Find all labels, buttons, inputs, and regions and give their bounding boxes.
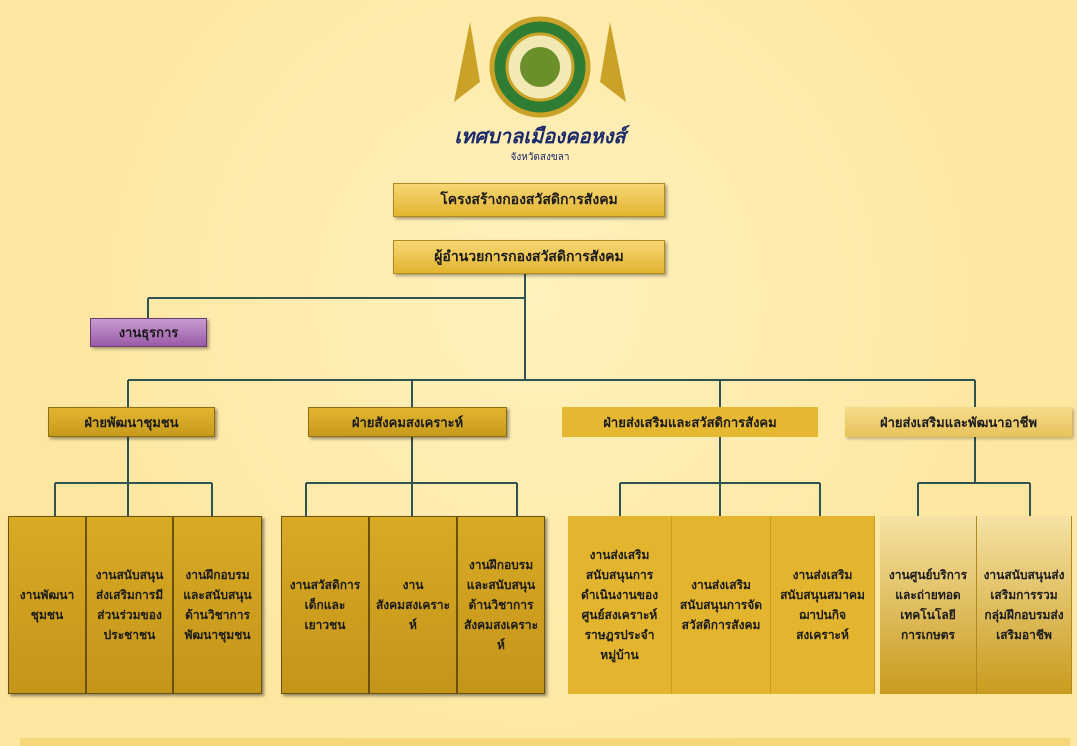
municipality-name: เทศบาลเมืองคอหงส์ — [454, 124, 626, 148]
municipality-province: จังหวัดสงขลา — [510, 152, 570, 163]
unit-box: งานสวัสดิการเด็กและเยาวชน — [281, 516, 369, 694]
unit-box: งานศูนย์บริการและถ่ายทอดเทคโนโลยีการเกษต… — [880, 516, 977, 694]
admin-box: งานธุรการ — [90, 318, 207, 347]
division-social-promotion: ฝ่ายส่งเสริมและสวัสดิการสังคม — [562, 407, 818, 437]
unit-box: งานสนับสนุนส่งเสริมการมีส่วนร่วมของประชา… — [86, 516, 173, 694]
division-community-development: ฝ่ายพัฒนาชุมชน — [48, 407, 215, 437]
director-box: ผู้อำนวยการกองสวัสดิการสังคม — [393, 240, 665, 274]
unit-box: งานสนับสนุนส่งเสริมการรวมกลุ่มฝึกอบรมส่ง… — [977, 516, 1072, 694]
unit-box: งานสังคมสงเคราะห์ — [369, 516, 457, 694]
unit-box: งานส่งเสริมสนับสนุนการดำเนินงานของศูนย์ส… — [568, 516, 672, 694]
unit-box: งานส่งเสริมสนับสนุนการจัดสวัสดิการสังคม — [672, 516, 771, 694]
unit-box: งานฝึกอบรมและสนับสนุนด้านวิชาการสังคมสงเ… — [457, 516, 545, 694]
division-occupation: ฝ่ายส่งเสริมและพัฒนาอาชีพ — [845, 407, 1072, 437]
unit-box: งานพัฒนาชุมชน — [8, 516, 86, 694]
division-social-welfare: ฝ่ายสังคมสงเคราะห์ — [308, 407, 507, 437]
municipality-seal — [440, 12, 640, 122]
footer-bar — [20, 738, 1070, 746]
chart-title: โครงสร้างกองสวัสดิการสังคม — [393, 183, 665, 217]
unit-box: งานส่งเสริมสนับสนุนสมาคมฌาปนกิจสงเคราะห์ — [771, 516, 875, 694]
unit-box: งานฝึกอบรมและสนับสนุนด้านวิชาการพัฒนาชุม… — [173, 516, 262, 694]
